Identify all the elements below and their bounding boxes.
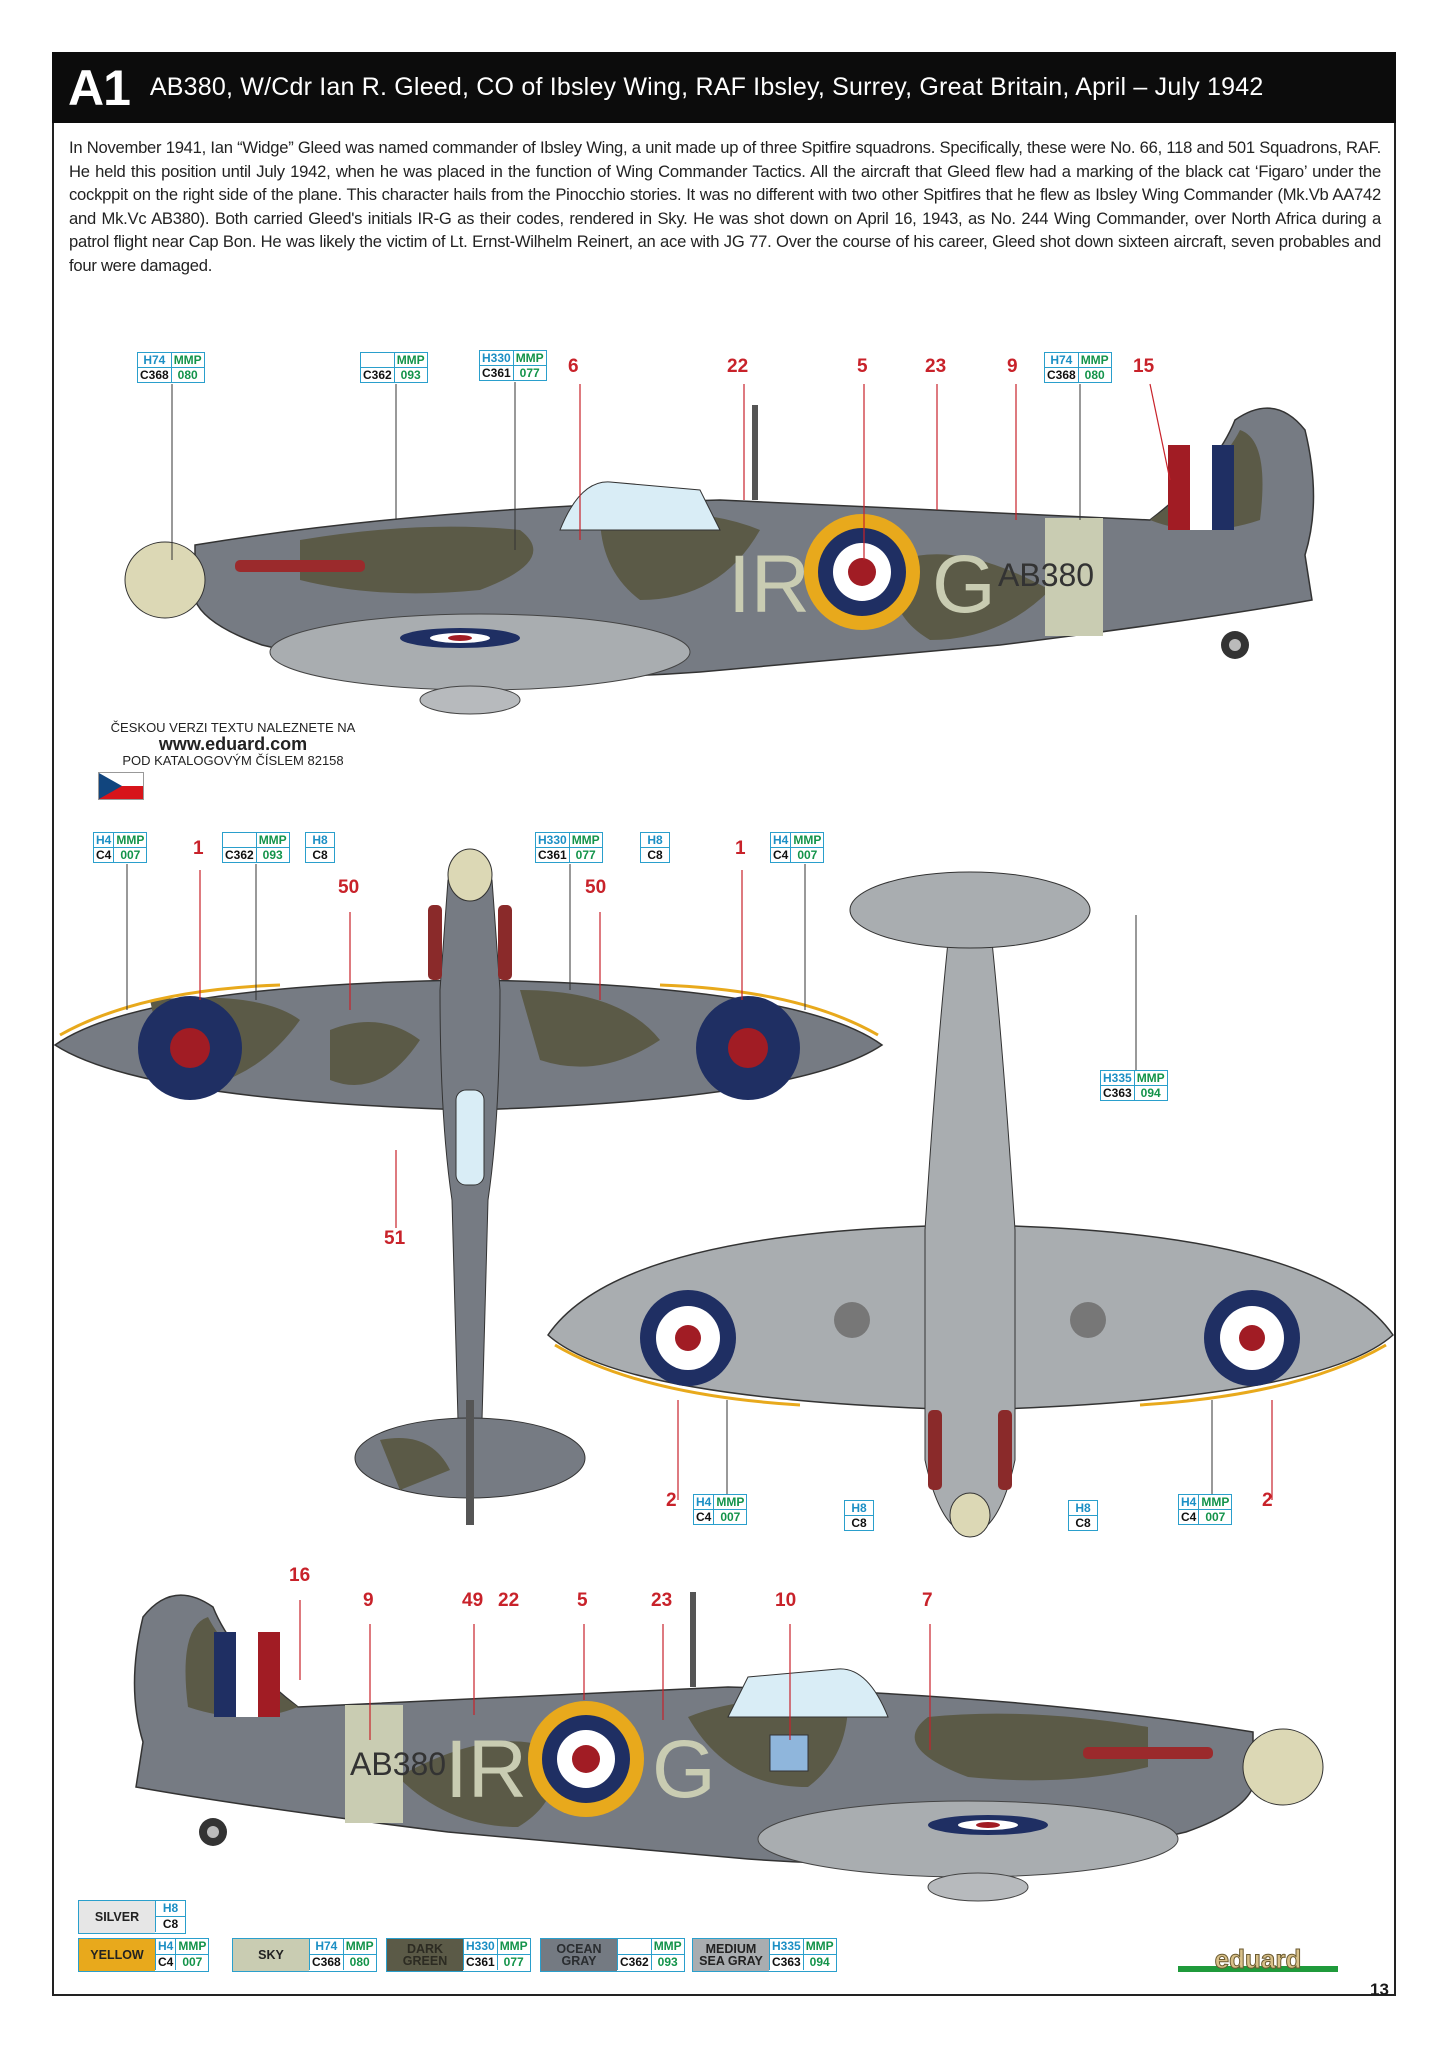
- stencil-number: 9: [1007, 356, 1018, 377]
- stencil-number: 23: [925, 356, 947, 377]
- code-letters-left-r: IR: [445, 1724, 527, 1815]
- stencil-number: 22: [727, 356, 749, 377]
- czech-note-line2: POD KATALOGOVÝM ČÍSLEM 82158: [122, 753, 344, 768]
- stencil-leader-lines: [199, 383, 1273, 1750]
- profile-header: A1 AB380, W/Cdr Ian R. Gleed, CO of Ibsl…: [52, 52, 1396, 123]
- top-view: [53, 848, 884, 1525]
- code-letter-right: G: [932, 539, 996, 630]
- stencil-number: 51: [384, 1228, 406, 1249]
- stencil-number: 9: [363, 1590, 374, 1611]
- stencil-number: 16: [289, 1565, 311, 1586]
- stencil-number: 5: [857, 356, 868, 377]
- stencil-number: 15: [1133, 356, 1155, 377]
- stencil-number: 49: [462, 1590, 484, 1611]
- code-letters-left: IR: [728, 539, 810, 630]
- left-side-view: [124, 404, 1315, 715]
- profile-code: A1: [68, 59, 131, 116]
- stencil-number: 10: [775, 1590, 797, 1611]
- eduard-logo: eduard: [1178, 1946, 1338, 1973]
- serial-number: AB380: [998, 557, 1094, 593]
- stencil-number: 50: [585, 877, 607, 898]
- history-text: In November 1941, Ian “Widge” Gleed was …: [69, 138, 1381, 275]
- bottom-view: [547, 871, 1394, 1538]
- stencil-number: 1: [735, 838, 746, 859]
- czech-note-line1: ČESKOU VERZI TEXTU NALEZNETE NA: [110, 720, 356, 735]
- leader-lines: [126, 382, 1213, 1494]
- figaro-cat-marking: [769, 1734, 809, 1772]
- czech-version-note: ČESKOU VERZI TEXTU NALEZNETE NA www.edua…: [98, 720, 368, 768]
- stencil-number: 22: [498, 1590, 520, 1611]
- czech-flag-icon: [98, 772, 144, 800]
- stencil-number: 6: [568, 356, 579, 377]
- stencil-number: 23: [651, 1590, 673, 1611]
- stencil-number: 2: [666, 1490, 677, 1511]
- stencil-number: 7: [922, 1590, 933, 1611]
- stencil-number: 50: [338, 877, 360, 898]
- stencil-number: 2: [1262, 1490, 1273, 1511]
- serial-number-r: AB380: [350, 1746, 446, 1782]
- profile-title: AB380, W/Cdr Ian R. Gleed, CO of Ibsley …: [149, 73, 1264, 101]
- code-letter-right-r: G: [652, 1724, 716, 1815]
- right-side-view: [133, 1591, 1324, 1902]
- page-number: 13: [1370, 1980, 1389, 1999]
- stencil-number: 5: [577, 1590, 588, 1611]
- eduard-url[interactable]: www.eduard.com: [158, 734, 308, 754]
- stencil-number: 1: [193, 838, 204, 859]
